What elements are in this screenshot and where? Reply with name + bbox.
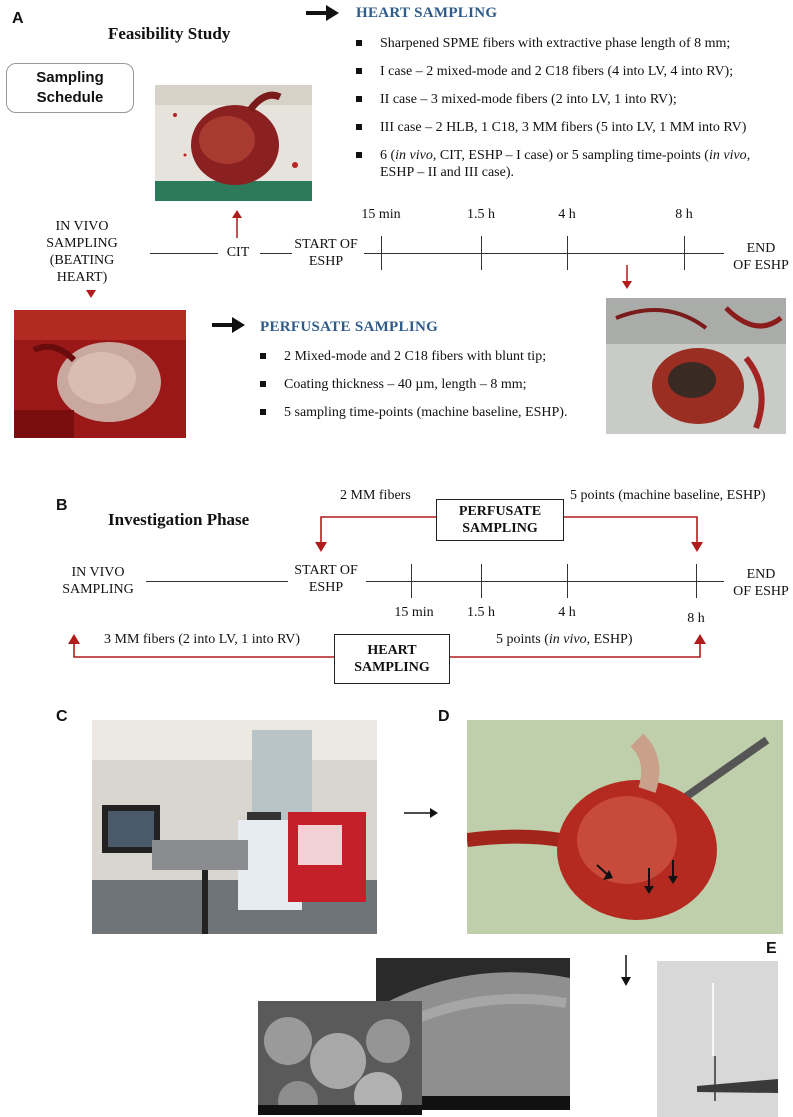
cit-label: CIT (220, 244, 256, 261)
panel-label-d: D (438, 708, 450, 726)
eshp-heart-photo (606, 298, 786, 434)
timeline-a-main-line (364, 253, 724, 254)
panel-label-a: A (12, 10, 24, 28)
timeline-a-tick (381, 236, 382, 270)
list-item: 6 (in vivo, CIT, ESHP – I case) or 5 sam… (356, 147, 786, 181)
in-vivo-down-arrow-icon (86, 290, 96, 308)
timeline-b-main-line (366, 581, 724, 582)
perfusate-sampling-list: 2 Mixed-mode and 2 C18 fibers with blunt… (260, 348, 600, 432)
list-item: Sharpened SPME fibers with extractive ph… (356, 35, 786, 52)
heart-sampling-box: HEART SAMPLING (334, 634, 450, 684)
tick-label-1-5h-a: 1.5 h (451, 207, 511, 223)
heart-fibers-label: 3 MM fibers (2 into LV, 1 into RV) (104, 632, 300, 648)
start-of-eshp-label-b: START OF ESHP (286, 562, 366, 596)
sampling-schedule-label: Sampling Schedule (36, 69, 104, 106)
list-item: I case – 2 mixed-mode and 2 C18 fibers (… (356, 63, 786, 80)
investigation-title: Investigation Phase (108, 510, 249, 530)
end-of-eshp-label-b: END OF ESHP (726, 566, 793, 600)
feasibility-title: Feasibility Study (108, 24, 230, 44)
tick-label-1-5h-b: 1.5 h (451, 605, 511, 621)
perfusate-sampling-box: PERFUSATE SAMPLING (436, 499, 564, 541)
tick-label-8h-b: 8 h (666, 611, 726, 627)
timeline-b-tick (696, 564, 697, 598)
eshp-down-arrow-icon (622, 265, 632, 289)
heart-sampling-heading: HEART SAMPLING (356, 5, 497, 22)
perfusate-sampling-heading: PERFUSATE SAMPLING (260, 319, 438, 336)
sampling-schedule-box: Sampling Schedule (6, 63, 134, 113)
start-of-eshp-label-a: START OF ESHP (288, 236, 364, 270)
d-down-arrow-icon (620, 955, 632, 987)
heart-fiber-insertion-photo (467, 720, 783, 934)
panel-label-c: C (56, 708, 68, 726)
timeline-a-tick (684, 236, 685, 270)
tick-label-15min-b: 15 min (384, 605, 444, 621)
panel-label-b: B (56, 497, 68, 515)
tick-label-15min-a: 15 min (351, 207, 411, 223)
timeline-b-tick (481, 564, 482, 598)
timeline-a-tick (481, 236, 482, 270)
cit-up-arrow-icon (232, 210, 242, 238)
in-vivo-sampling-label-b: IN VIVO SAMPLING (38, 564, 158, 598)
eshp-device-room-photo (92, 720, 377, 934)
list-item: 5 sampling time-points (machine baseline… (260, 404, 600, 421)
list-item: II case – 3 mixed-mode fibers (2 into LV… (356, 91, 786, 108)
heart-sampling-arrow-icon (306, 4, 340, 22)
heart-sampling-list: Sharpened SPME fibers with extractive ph… (356, 35, 786, 192)
tick-label-4h-a: 4 h (537, 207, 597, 223)
perfusate-sampling-arrow-icon (212, 316, 246, 334)
timeline-b-segment-1 (146, 581, 288, 582)
sem-particles-image (258, 1001, 422, 1115)
timeline-b-tick (411, 564, 412, 598)
c-to-d-arrow-icon (404, 807, 438, 819)
list-item: III case – 2 HLB, 1 C18, 3 MM fibers (5 … (356, 119, 786, 136)
list-item: Coating thickness – 40 µm, length – 8 mm… (260, 376, 600, 393)
tick-label-8h-a: 8 h (654, 207, 714, 223)
panel-label-e: E (766, 940, 777, 958)
in-vivo-beating-heart-label: IN VIVO SAMPLING (BEATING HEART) (22, 218, 142, 286)
mm-fibers-label: 2 MM fibers (340, 488, 411, 504)
timeline-a-segment-1 (150, 253, 218, 254)
heart-points-label: 5 points (in vivo, ESHP) (496, 632, 633, 648)
perfusate-points-label: 5 points (machine baseline, ESHP) (570, 488, 766, 504)
spme-fiber-photo (657, 961, 778, 1117)
timeline-a-tick (567, 236, 568, 270)
in-vivo-heart-photo (14, 310, 186, 438)
end-of-eshp-label-a: END OF ESHP (726, 240, 793, 274)
cit-heart-photo (155, 85, 312, 201)
tick-label-4h-b: 4 h (537, 605, 597, 621)
list-item: 2 Mixed-mode and 2 C18 fibers with blunt… (260, 348, 600, 365)
timeline-b-tick (567, 564, 568, 598)
